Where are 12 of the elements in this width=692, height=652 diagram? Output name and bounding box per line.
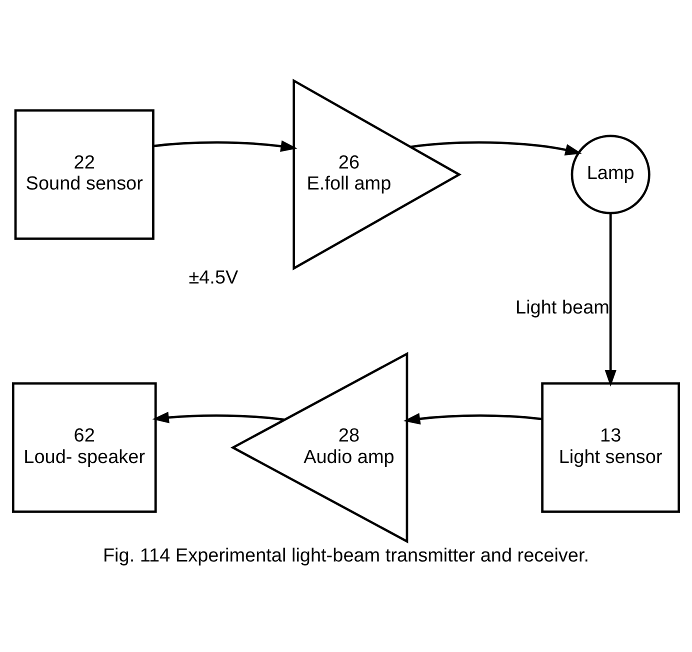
arrow [152,411,285,423]
arrow [403,412,542,424]
caption: Fig. 114 Experimental light-beam transmitter and receiver. [102,544,590,566]
node-circle: Lamp [570,134,650,214]
node-box: 22 Sound sensor [14,108,154,240]
arrow [153,140,298,152]
arrow [604,212,616,386]
node-box: 13 Light sensor [541,382,680,512]
edge-label: Light beam [516,297,610,318]
node-label: ±4.5V [188,267,238,288]
node-box: 62 Loud- speaker [12,382,157,512]
arrow [410,140,582,155]
